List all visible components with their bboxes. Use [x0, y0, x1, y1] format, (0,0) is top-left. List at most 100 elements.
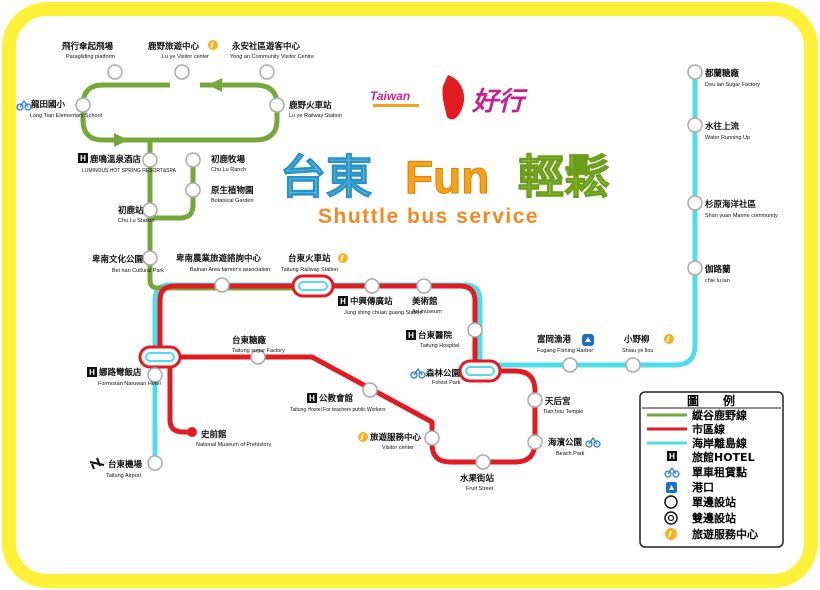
station-fruit[interactable]: [475, 454, 491, 470]
svg-text:台東醫院: 台東醫院: [418, 330, 453, 341]
legend-hotel-icon: H: [667, 451, 677, 461]
svg-text:LUMINOUS HOT SPRING RESORT&SPA: LUMINOUS HOT SPRING RESORT&SPA: [82, 168, 177, 174]
station-formosan[interactable]: [147, 367, 163, 383]
station-sugar-factory[interactable]: [250, 349, 266, 365]
station-tianhou[interactable]: [527, 392, 543, 408]
station-water-up[interactable]: [687, 117, 703, 133]
svg-text:圖 例: 圖 例: [687, 393, 735, 408]
visitor-info-icon: [338, 253, 348, 263]
station-luye-visitor[interactable]: [174, 64, 190, 80]
svg-text:卑南農業旅遊諮詢中心: 卑南農業旅遊諮詢中心: [176, 253, 262, 264]
svg-text:H: H: [89, 368, 95, 377]
svg-text:H: H: [408, 331, 414, 340]
legend-harbor-icon: [666, 482, 677, 493]
svg-text:Chu Lu Station: Chu Lu Station: [118, 218, 154, 224]
svg-text:永安社區遊客中心: 永安社區遊客中心: [231, 41, 301, 52]
station-beach[interactable]: [527, 434, 543, 450]
city-line-west: [157, 283, 313, 357]
svg-text:Taitung Railway Station: Taitung Railway Station: [281, 267, 338, 273]
svg-text:史前館: 史前館: [201, 429, 227, 440]
station-hospital[interactable]: [467, 322, 483, 338]
arrow-icon: [114, 133, 128, 147]
svg-text:Art museum: Art museum: [412, 309, 442, 315]
svg-text:都蘭糖廠: 都蘭糖廠: [704, 68, 740, 79]
station-beinan-park[interactable]: [142, 250, 158, 266]
svg-text:Bei nan Cultural Park: Bei nan Cultural Park: [112, 268, 164, 274]
station-airport[interactable]: [147, 455, 163, 471]
station-luming[interactable]: [142, 152, 158, 168]
svg-text:National Museum of Prehistory: National Museum of Prehistory: [196, 442, 271, 448]
svg-text:鹿鳴溫泉酒店: 鹿鳴溫泉酒店: [89, 154, 142, 165]
bike-icon: [585, 436, 601, 448]
taiwan-island-icon: [442, 75, 465, 120]
title-cn: 台東: [280, 150, 372, 204]
svg-text:水往上流: 水往上流: [704, 121, 740, 132]
svg-text:單邊設站: 單邊設站: [692, 495, 736, 509]
station-chielu[interactable]: [687, 260, 703, 276]
hotel-icon: H: [406, 330, 416, 340]
bike-icon: [16, 99, 32, 111]
title-fun: Fun: [405, 151, 489, 203]
station-beinan-farm[interactable]: [214, 277, 230, 293]
svg-text:Visitor center: Visitor center: [382, 445, 414, 451]
svg-text:單車租賃點: 單車租賃點: [692, 465, 747, 479]
svg-text:Taitung Airport: Taitung Airport: [106, 473, 142, 479]
station-botanical[interactable]: [185, 182, 201, 198]
hotel-icon: H: [87, 367, 97, 377]
svg-text:Taitung Hostel For teachers pu: Taitung Hostel For teachers public Worke…: [290, 407, 386, 413]
luye-main: [147, 140, 312, 291]
svg-text:Yong an Community Visitor Cent: Yong an Community Visitor Centre: [230, 54, 314, 60]
svg-text:台東糖廠: 台東糖廠: [232, 335, 267, 346]
svg-text:H: H: [669, 452, 675, 461]
svg-text:海濱公園: 海濱公園: [548, 437, 582, 448]
station-chulu[interactable]: [142, 202, 158, 218]
station-art[interactable]: [416, 278, 432, 294]
station-fugang[interactable]: [562, 357, 578, 373]
svg-text:杉原海洋社區: 杉原海洋社區: [705, 199, 757, 210]
svg-text:Forest Park: Forest Park: [432, 380, 461, 386]
svg-text:Lu ye Visitor center: Lu ye Visitor center: [162, 54, 209, 60]
legend-visitor-icon: [665, 528, 677, 540]
legend: 圖 例 縱谷鹿野線 市區線 海岸離島線 H 旅館HOTEL 單車租賃點 港口 單…: [639, 391, 784, 548]
svg-text:小野柳: 小野柳: [623, 334, 650, 345]
station-doulan[interactable]: [687, 64, 703, 80]
svg-text:Shiau ye liou: Shiau ye liou: [622, 348, 654, 354]
station-jungshing[interactable]: [364, 278, 380, 294]
station-visitor-center[interactable]: [424, 430, 440, 446]
svg-text:Beach Park: Beach Park: [556, 451, 585, 457]
legend-single-icon: [664, 495, 678, 509]
hotel-icon: H: [307, 393, 317, 403]
station-longtian[interactable]: [75, 97, 91, 113]
svg-text:Botanical Garden: Botanical Garden: [211, 198, 254, 204]
svg-text:富岡漁港: 富岡漁港: [537, 334, 572, 345]
svg-text:雙邊設站: 雙邊設站: [692, 511, 736, 525]
station-yongan[interactable]: [259, 64, 275, 80]
svg-text:龍田國小: 龍田國小: [31, 99, 66, 110]
station-xiaoyeliu[interactable]: [625, 357, 641, 373]
visitor-info-icon: [358, 432, 368, 442]
svg-text:Taitung Hospital: Taitung Hospital: [420, 343, 459, 349]
svg-text:娜路彎飯店: 娜路彎飯店: [99, 367, 142, 378]
svg-text:Tian hou Temple: Tian hou Temple: [543, 409, 583, 415]
station-chulu-ranch[interactable]: [185, 152, 201, 168]
svg-text:Taiwan: Taiwan: [370, 89, 410, 103]
hotel-icon: H: [338, 296, 348, 306]
svg-text:chie lu lan: chie lu lan: [705, 278, 730, 284]
svg-text:H: H: [309, 394, 315, 403]
svg-text:森林公園: 森林公園: [426, 368, 460, 379]
subtitle: Shuttle bus service: [318, 205, 539, 228]
visitor-info-icon: [208, 40, 218, 50]
station-luye-rail[interactable]: [269, 97, 285, 113]
station-hostel[interactable]: [362, 382, 378, 398]
hotel-icon: H: [78, 153, 88, 163]
svg-text:伽路蘭: 伽路蘭: [705, 264, 731, 275]
svg-text:公教會館: 公教會館: [319, 393, 354, 404]
station-shanyuan[interactable]: [687, 195, 703, 211]
svg-text:好行: 好行: [471, 87, 528, 117]
station-paragliding[interactable]: [107, 64, 123, 80]
svg-text:鹿野旅遊中心: 鹿野旅遊中心: [147, 41, 200, 52]
harbor-icon: [582, 334, 594, 346]
svg-text:Fugang Fishing Harbor: Fugang Fishing Harbor: [537, 348, 593, 354]
svg-text:天后宮: 天后宮: [545, 396, 571, 407]
svg-text:水果街站: 水果街站: [459, 473, 495, 484]
